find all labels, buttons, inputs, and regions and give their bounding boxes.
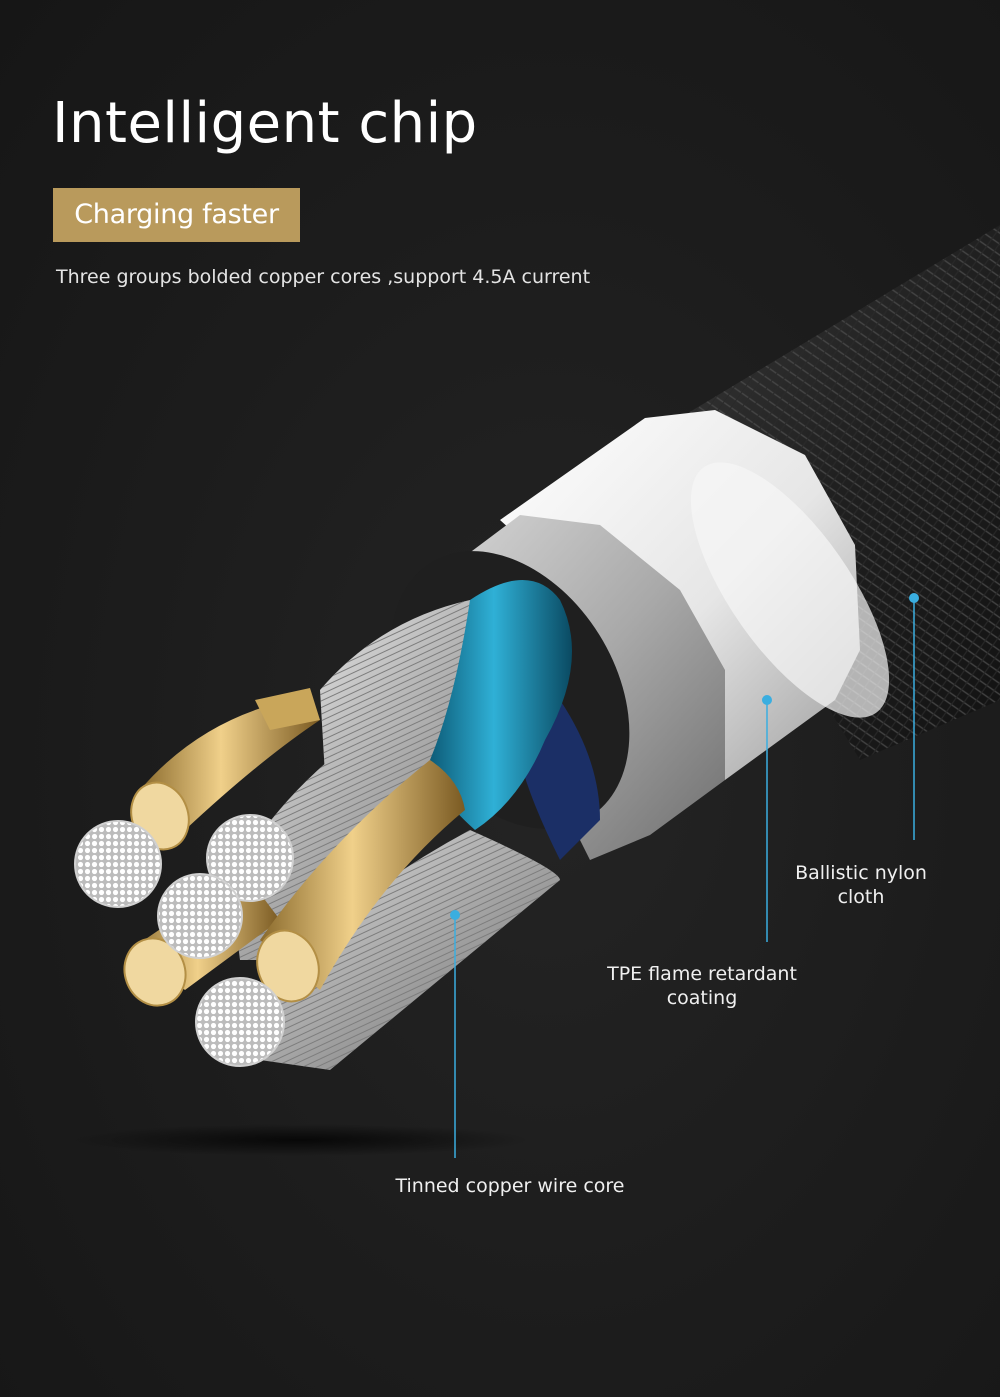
- tpe-callout-dot: [762, 695, 772, 705]
- feature-tagline: Three groups bolded copper cores ,suppor…: [56, 266, 591, 288]
- braided-nylon-jacket: [660, 225, 1000, 760]
- nylon-callout-dot: [909, 593, 919, 603]
- callout-lines: [450, 593, 919, 1158]
- callout-label-line: coating: [666, 987, 738, 1009]
- callout-label-line: Tinned copper wire core: [395, 1175, 625, 1197]
- callout-label-line: cloth: [837, 886, 885, 908]
- callout-label-line: Ballistic nylon: [795, 862, 927, 884]
- callout-label-line: TPE flame retardant: [607, 963, 797, 985]
- core-callout-dot: [450, 910, 460, 920]
- blue-insulated-core: [430, 580, 572, 830]
- callout-label-tinned-copper-core: Tinned copper wire core: [380, 1174, 640, 1198]
- feature-badge: Charging faster: [53, 188, 300, 242]
- floor-shadow: [70, 1124, 530, 1156]
- page-title: Intelligent chip: [52, 91, 478, 156]
- strand-bundle-ends: [74, 814, 294, 1067]
